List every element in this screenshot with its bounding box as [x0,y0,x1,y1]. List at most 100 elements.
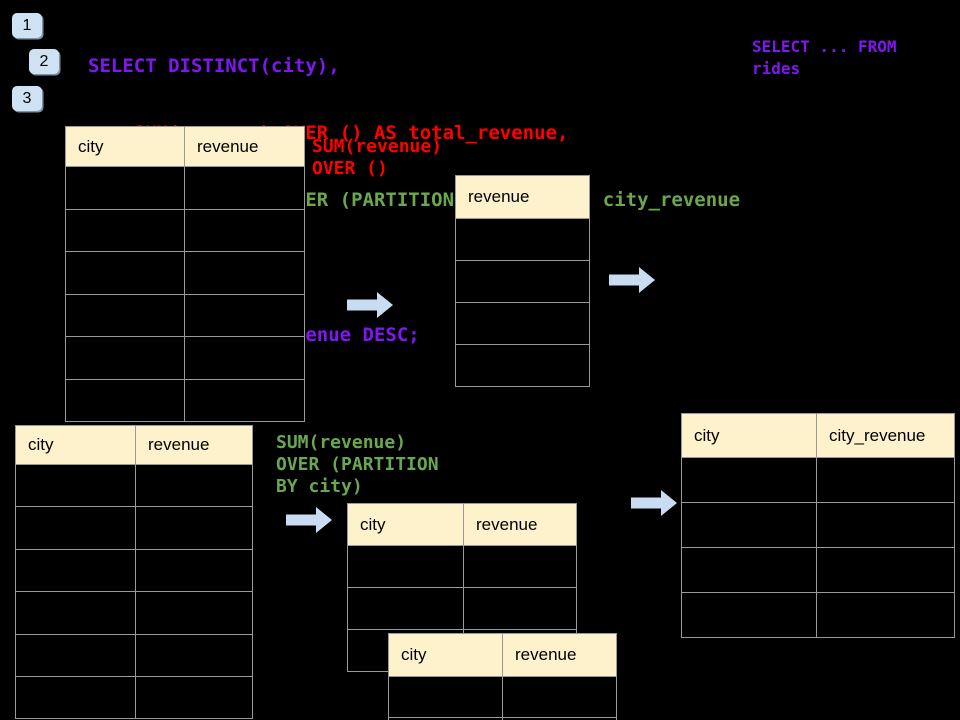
empty-cell [388,676,503,718]
select-from-rides-note: SELECT ... FROM rides [752,37,897,78]
source-table-bottom: city revenue [15,425,253,720]
result-table: city city_revenue [681,413,955,638]
column-header-city: city [388,633,503,677]
table-row [681,457,955,503]
empty-cell [455,218,590,261]
empty-cell [15,675,136,720]
sql-line-select: SELECT DISTINCT(city), [88,54,340,77]
empty-cell [65,208,185,252]
table-row [15,591,253,635]
table-row [347,545,577,588]
table-row [15,506,253,550]
table-row [455,260,590,303]
empty-cell [347,545,464,588]
table-row [15,463,253,508]
table-row [65,293,305,337]
column-header-revenue: revenue [184,126,305,167]
source-table-top: city revenue [65,126,305,422]
arrow-right-icon [286,507,332,533]
empty-cell [816,592,955,638]
table-row [65,166,305,210]
column-header-city: city [681,413,817,458]
table-row [347,587,577,630]
empty-cell [15,506,136,550]
empty-cell [463,587,577,630]
column-header-city: city [15,425,136,465]
total-revenue-table: revenue [455,175,590,387]
step-badge-1: 1 [12,13,42,38]
column-header-revenue: revenue [502,633,617,677]
empty-cell [455,302,590,345]
empty-cell [135,548,253,593]
empty-cell [455,344,590,387]
empty-cell [65,378,185,422]
empty-cell [65,251,185,295]
table-row [388,676,617,718]
empty-cell [15,463,136,508]
empty-cell [65,293,185,337]
arrow-right-icon [609,267,655,293]
empty-cell [502,676,617,718]
table-body [65,166,305,422]
table-row [15,675,253,720]
empty-cell [816,547,955,593]
empty-cell [135,675,253,720]
step-badge-3: 3 [12,86,42,111]
header-row: city city_revenue [681,413,955,458]
table-row [65,208,305,252]
empty-cell [135,591,253,635]
sum-over-label: SUM(revenue) OVER () [312,136,443,179]
empty-cell [816,457,955,503]
empty-cell [463,545,577,588]
sum-over-partition-label: SUM(revenue) OVER (PARTITION BY city) [276,432,439,497]
table-row [65,378,305,422]
empty-cell [184,251,305,295]
empty-cell [184,208,305,252]
empty-cell [347,587,464,630]
header-row: city revenue [65,126,305,167]
empty-cell [502,717,617,720]
table-row [681,502,955,548]
header-row: city revenue [15,425,253,465]
table-row [65,251,305,295]
table-row [388,717,617,720]
table-row [455,344,590,387]
header-row: city revenue [347,503,577,546]
empty-cell [184,293,305,337]
arrow-right-icon [631,490,677,516]
column-header-revenue: revenue [455,175,590,219]
table-row [681,592,955,638]
empty-cell [15,548,136,593]
empty-cell [65,166,185,210]
table-body [681,457,955,638]
empty-cell [184,378,305,422]
partition-overlay-table: city revenue [388,633,617,720]
empty-cell [135,463,253,508]
empty-cell [681,592,817,638]
empty-cell [135,633,253,677]
table-row [455,218,590,261]
empty-cell [184,336,305,380]
empty-cell [15,633,136,677]
column-header-revenue: revenue [135,425,253,465]
column-header-city-revenue: city_revenue [816,413,955,458]
empty-cell [681,547,817,593]
table-row [681,547,955,593]
column-header-city: city [347,503,464,546]
table-row [65,336,305,380]
column-header-city: city [65,126,185,167]
table-row [455,302,590,345]
table-body [388,676,617,720]
arrow-right-icon [347,292,393,318]
table-row [15,633,253,677]
table-body [15,463,253,720]
empty-cell [816,502,955,548]
column-header-revenue: revenue [463,503,577,546]
empty-cell [681,502,817,548]
header-row: city revenue [388,633,617,677]
empty-cell [135,506,253,550]
step-badge-2: 2 [29,49,59,74]
empty-cell [681,457,817,503]
empty-cell [15,591,136,635]
